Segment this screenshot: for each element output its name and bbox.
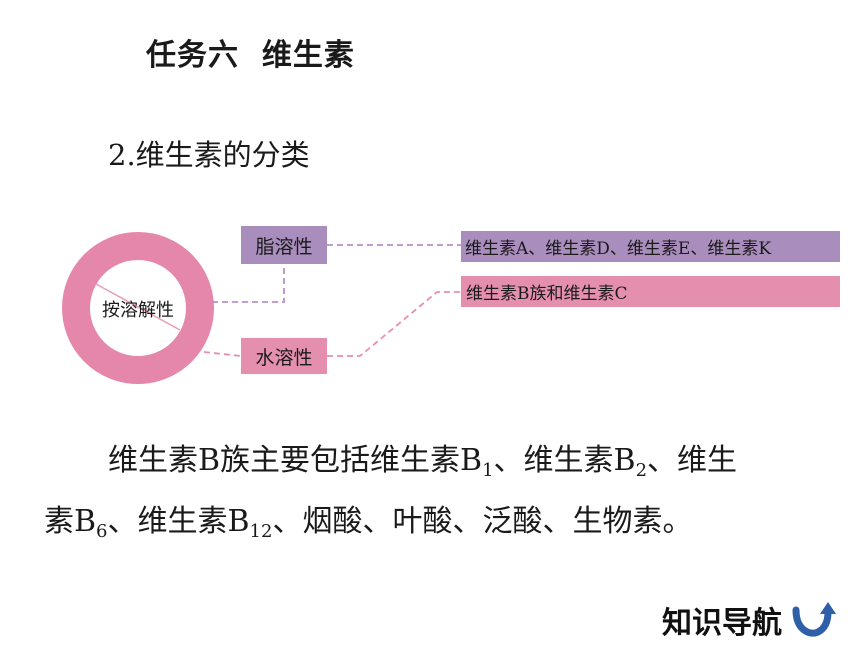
fat-soluble-box: 脂溶性	[241, 226, 327, 264]
ring-divider	[95, 283, 181, 331]
paragraph-line-2: 素B6、维生素B12、烟酸、叶酸、泛酸、生物素。	[44, 504, 693, 542]
knowledge-nav-label: 知识导航	[662, 606, 782, 641]
water-soluble-vitamins: 维生素B族和维生素C	[461, 276, 840, 307]
page-title: 任务六 维生素	[146, 38, 355, 73]
section-heading: 2.维生素的分类	[108, 138, 310, 172]
connector-water-soluble	[203, 351, 242, 357]
knowledge-nav-button[interactable]: 知识导航	[662, 598, 840, 642]
fat-soluble-vitamins: 维生素A、维生素D、维生素E、维生素K	[461, 231, 840, 262]
solubility-label: 按溶解性	[102, 300, 174, 321]
paragraph-line-1: 维生素B族主要包括维生素B1、维生素B2、维生	[108, 443, 738, 481]
solubility-ring	[62, 232, 214, 384]
water-soluble-box: 水溶性	[241, 338, 327, 374]
connector-water-detail	[327, 291, 461, 357]
vitamin-b-paragraph: 维生素B族主要包括维生素B1、维生素B2、维生 素B6、维生素B12、烟酸、叶酸…	[44, 430, 824, 552]
u-turn-back-arrow-icon[interactable]	[788, 600, 840, 640]
